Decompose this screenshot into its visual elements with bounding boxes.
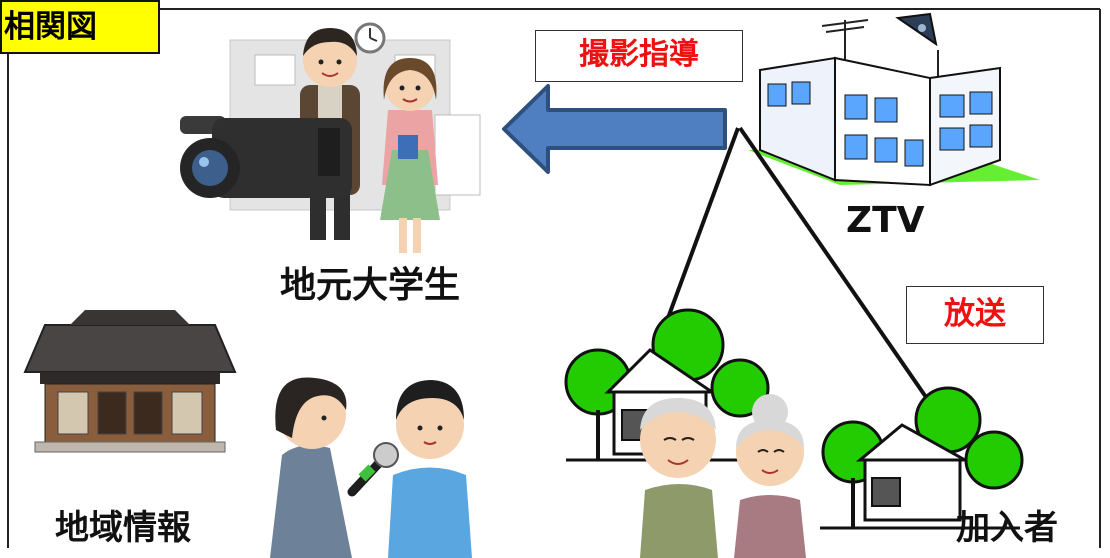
tree-icon [964, 430, 1024, 490]
instruction-arrow [502, 84, 727, 174]
broadcast-label: 放送 [906, 286, 1044, 344]
diagram-title: 相関図 [0, 0, 160, 54]
local-info-label: 地域情報 [55, 508, 191, 548]
station-label: ZTV [846, 200, 925, 241]
tree-icon [710, 358, 770, 418]
temple-icon [23, 310, 237, 453]
subscribers-label: 加入者 [956, 508, 1058, 548]
female-student [380, 58, 440, 253]
elderly-woman [734, 394, 806, 558]
students-illustration [180, 22, 481, 253]
broadcast-line-right [738, 126, 930, 402]
satellite-dish-icon [895, 12, 939, 80]
house-right [820, 386, 1024, 530]
broadcast-line-left [666, 127, 740, 319]
microphone-icon [347, 442, 399, 497]
interview-illustration [270, 377, 472, 558]
video-camera-icon [180, 116, 352, 198]
interviewee [388, 380, 472, 558]
elderly-man [640, 398, 718, 558]
subscribers-illustration [564, 308, 1024, 558]
tv-station-illustration [748, 12, 1040, 187]
instruction-label: 撮影指導 [535, 30, 743, 82]
reporter [270, 377, 352, 558]
students-label: 地元大学生 [280, 265, 461, 306]
